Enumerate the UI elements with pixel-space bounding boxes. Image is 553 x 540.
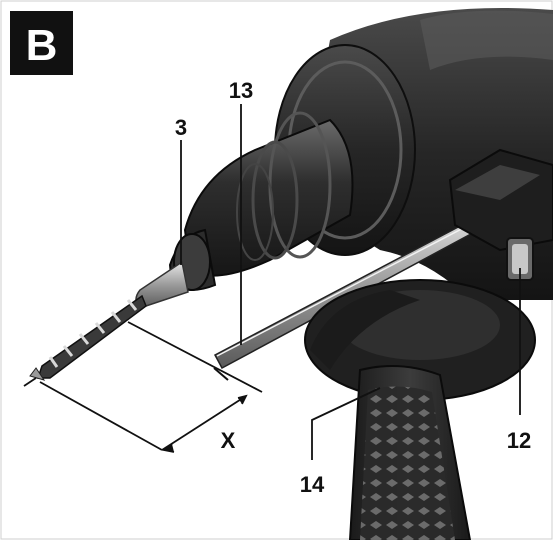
leader-lines — [180, 104, 521, 460]
auxiliary-handle — [348, 365, 472, 540]
panel-label: B — [26, 21, 58, 70]
callout-depth-stop-rod: 13 — [229, 78, 253, 103]
callout-drilling-depth: X — [221, 428, 236, 453]
panel-badge: B — [10, 11, 73, 75]
depth-stop-button — [506, 237, 534, 281]
leader-14 — [311, 387, 381, 460]
callout-auxiliary-handle: 14 — [300, 472, 325, 497]
dimension-x — [23, 321, 263, 453]
depth-stop-clamp — [448, 148, 553, 252]
drill-bit — [29, 260, 189, 381]
callout-drill-bit: 3 — [175, 115, 187, 140]
callout-depth-stop-button: 12 — [507, 428, 531, 453]
chuck — [168, 111, 354, 291]
